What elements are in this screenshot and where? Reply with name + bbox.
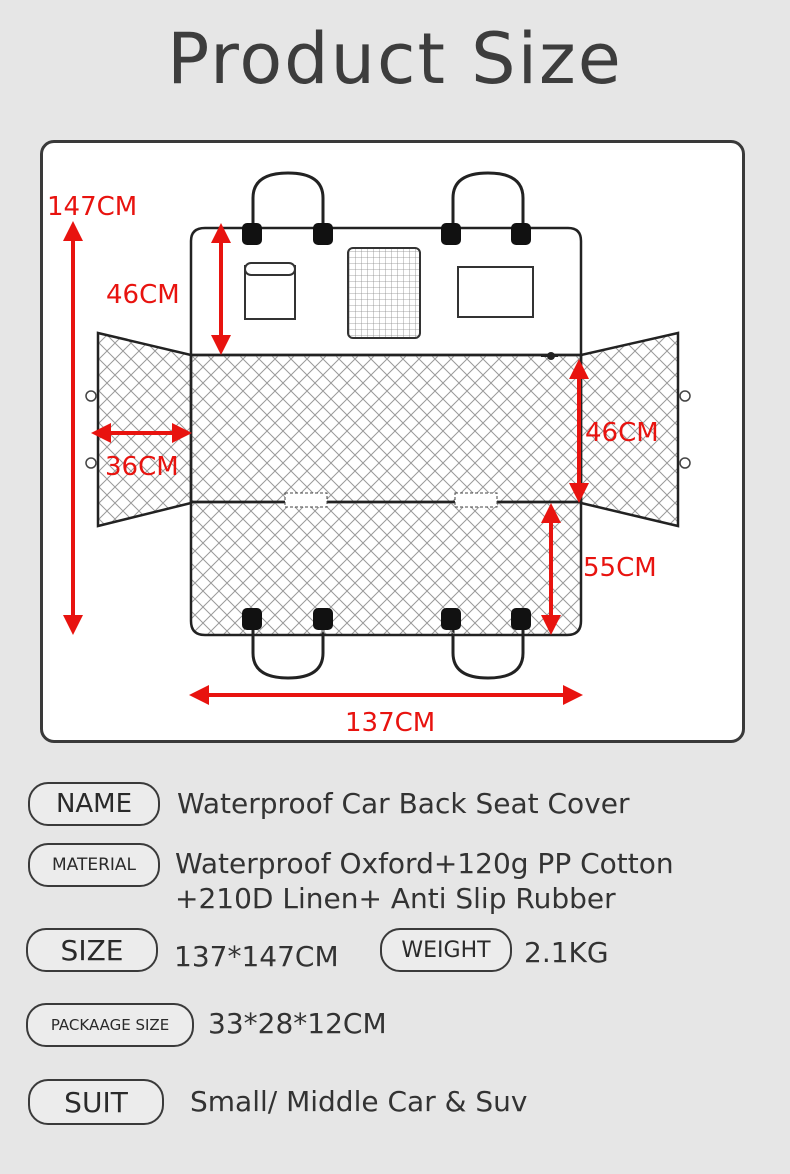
diagram-panel: 147CM 46CM 46CM 36CM 55CM 137CM xyxy=(40,140,745,743)
material-value-line2: +210D Linen+ Anti Slip Rubber xyxy=(175,882,616,915)
material-label: MATERIAL xyxy=(28,843,160,887)
dim-total-height: 147CM xyxy=(47,192,137,222)
seat-cover-diagram: 147CM 46CM 46CM 36CM 55CM 137CM xyxy=(47,171,691,738)
dim-top-flap: 46CM xyxy=(106,280,180,310)
pocket-right xyxy=(457,266,534,318)
name-value: Waterproof Car Back Seat Cover xyxy=(177,787,630,820)
seat-bottom xyxy=(189,500,583,637)
dim-seat-bottom: 55CM xyxy=(583,553,657,583)
handle-top-left xyxy=(251,171,325,228)
name-label: NAME xyxy=(28,782,160,826)
suit-value: Small/ Middle Car & Suv xyxy=(190,1085,528,1118)
dim-seat-back: 46CM xyxy=(585,418,659,448)
package-size-label: PACKAAGE SIZE xyxy=(26,1003,194,1047)
package-size-value: 33*28*12CM xyxy=(208,1007,387,1040)
pocket-mesh xyxy=(347,247,421,339)
size-label: SIZE xyxy=(26,928,158,972)
weight-value: 2.1KG xyxy=(524,936,609,969)
page-title: Product Size xyxy=(167,18,623,100)
dim-side-flap: 36CM xyxy=(105,452,179,482)
dim-width: 137CM xyxy=(345,708,435,738)
weight-label: WEIGHT xyxy=(380,928,512,972)
suit-label: SUIT xyxy=(28,1079,164,1125)
handle-top-right xyxy=(451,171,525,228)
material-value-line1: Waterproof Oxford+120g PP Cotton xyxy=(175,847,674,880)
seat-back xyxy=(189,353,583,504)
size-value: 137*147CM xyxy=(174,940,339,973)
handle-bottom-left xyxy=(251,623,325,680)
side-flap-left xyxy=(96,331,193,528)
handle-bottom-right xyxy=(451,623,525,680)
